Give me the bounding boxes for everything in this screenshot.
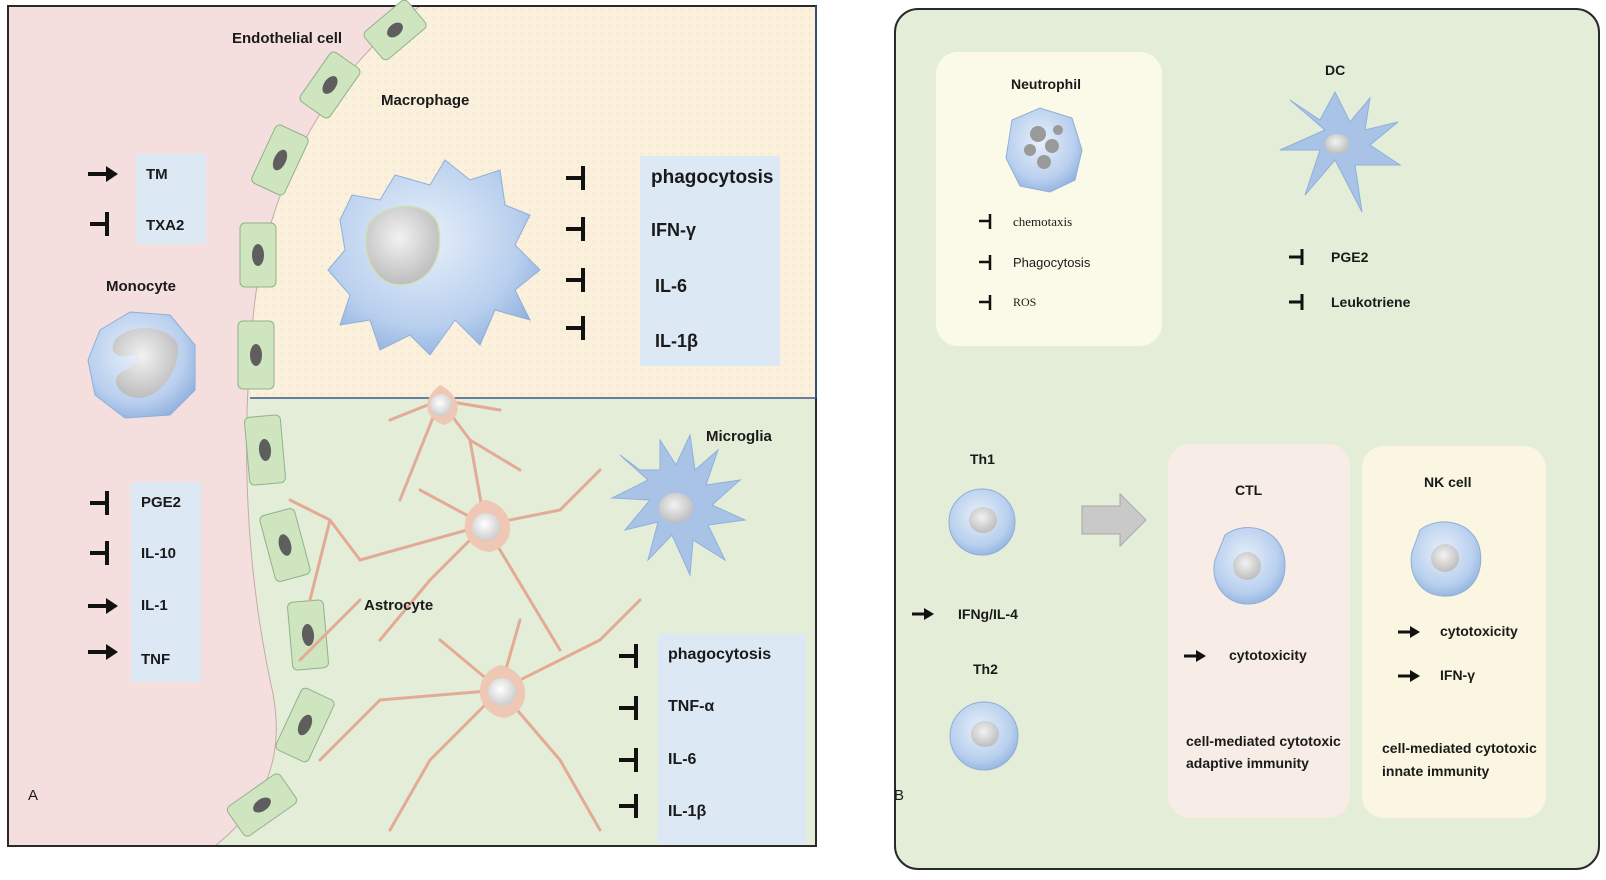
nk-item-1: IFN-γ xyxy=(1440,667,1475,683)
nk-cell xyxy=(1410,521,1482,597)
mono-bottom-box xyxy=(131,482,201,682)
inhibit-icon xyxy=(1289,249,1304,265)
promote-arrow-icon xyxy=(912,608,934,620)
promote-arrow-icon xyxy=(1398,626,1420,638)
nk-caption-line-1: cell-mediated cytotoxic xyxy=(1382,740,1537,756)
label-microglia: Microglia xyxy=(706,428,772,445)
dc-cell xyxy=(1279,90,1402,213)
micro-item-1: TNF-α xyxy=(668,698,715,715)
label-astrocyte: Astrocyte xyxy=(364,597,434,614)
mono-bottom-item-3: TNF xyxy=(141,651,171,668)
label-neutrophil: Neutrophil xyxy=(1011,76,1081,92)
mono-bottom-item-0: PGE2 xyxy=(141,494,182,511)
label-monocyte: Monocyte xyxy=(106,278,177,295)
macro-item-2: IL-6 xyxy=(655,276,688,296)
micro-item-0: phagocytosis xyxy=(668,646,772,663)
ctl-caption-line-1: cell-mediated cytotoxic xyxy=(1186,733,1341,749)
promote-arrow-icon xyxy=(1398,670,1420,682)
ctl-box xyxy=(1168,444,1350,818)
th-item: IFNg/IL-4 xyxy=(958,606,1018,622)
inhibit-icon xyxy=(619,794,638,818)
promote-arrow-icon xyxy=(88,644,118,660)
micro-item-3: IL-1β xyxy=(668,803,707,820)
mono-bottom-item-1: IL-10 xyxy=(141,545,177,562)
neutrophil-item-2: ROS xyxy=(1013,295,1037,309)
nk-box xyxy=(1362,446,1546,818)
mono-top-item-1: TXA2 xyxy=(146,217,185,234)
neutrophil-box xyxy=(936,52,1162,346)
th2-cell xyxy=(949,701,1019,771)
inhibit-icon xyxy=(566,268,585,292)
label-ctl: CTL xyxy=(1235,482,1263,498)
inhibit-icon xyxy=(619,696,638,720)
ctl-caption-line-2: adaptive immunity xyxy=(1186,755,1309,771)
label-endothelial-cell: Endothelial cell xyxy=(232,30,343,47)
promote-arrow-icon xyxy=(88,166,118,182)
transition-arrow-icon xyxy=(1081,492,1147,548)
neutrophil-item-1: Phagocytosis xyxy=(1013,255,1091,270)
inhibit-icon xyxy=(1289,294,1304,310)
th1-cell xyxy=(948,488,1016,556)
inhibit-icon xyxy=(619,644,638,668)
nk-caption-line-2: innate immunity xyxy=(1382,763,1490,779)
ctl-item: cytotoxicity xyxy=(1229,647,1307,663)
promote-arrow-icon xyxy=(88,598,118,614)
neutrophil-item-0: chemotaxis xyxy=(1013,214,1073,229)
label-nk-cell: NK cell xyxy=(1424,474,1472,490)
macro-item-3: IL-1β xyxy=(655,331,698,351)
inhibit-icon xyxy=(619,748,638,772)
endothelial-cells xyxy=(226,0,427,837)
label-macrophage: Macrophage xyxy=(381,92,470,109)
inhibit-icon xyxy=(566,217,585,241)
mono-top-item-0: TM xyxy=(146,166,168,183)
label-th2: Th2 xyxy=(973,661,998,677)
panel-letter-a: A xyxy=(28,787,39,804)
inhibit-icon xyxy=(90,491,109,515)
micro-item-2: IL-6 xyxy=(668,751,697,768)
macro-item-0: phagocytosis xyxy=(651,167,774,188)
inhibit-icon xyxy=(566,316,585,340)
inhibit-icon xyxy=(979,295,992,310)
monocyte-cell xyxy=(87,311,196,419)
inhibit-icon xyxy=(90,212,109,236)
label-th1: Th1 xyxy=(970,451,995,467)
ctl-cell xyxy=(1213,527,1286,605)
astrocytes xyxy=(288,398,642,832)
mono-top-box xyxy=(136,154,206,244)
inhibit-icon xyxy=(979,255,992,270)
mono-bottom-item-2: IL-1 xyxy=(141,597,168,614)
macro-item-1: IFN-γ xyxy=(651,220,696,240)
dc-item-1: Leukotriene xyxy=(1331,294,1411,310)
inhibit-icon xyxy=(979,214,992,229)
micro-box xyxy=(658,634,806,844)
macro-box xyxy=(640,156,780,366)
inhibit-icon xyxy=(566,166,585,190)
effect-symbols-b xyxy=(912,214,1420,682)
inhibit-icon xyxy=(90,541,109,565)
dc-item-0: PGE2 xyxy=(1331,249,1369,265)
promote-arrow-icon xyxy=(1184,650,1206,662)
panel-letter-b: B xyxy=(894,787,905,804)
macrophage-cell xyxy=(327,159,541,356)
effect-symbols-a xyxy=(88,166,638,818)
label-dc: DC xyxy=(1325,62,1346,78)
nk-item-0: cytotoxicity xyxy=(1440,623,1518,639)
neutrophil-cell xyxy=(1005,107,1083,193)
